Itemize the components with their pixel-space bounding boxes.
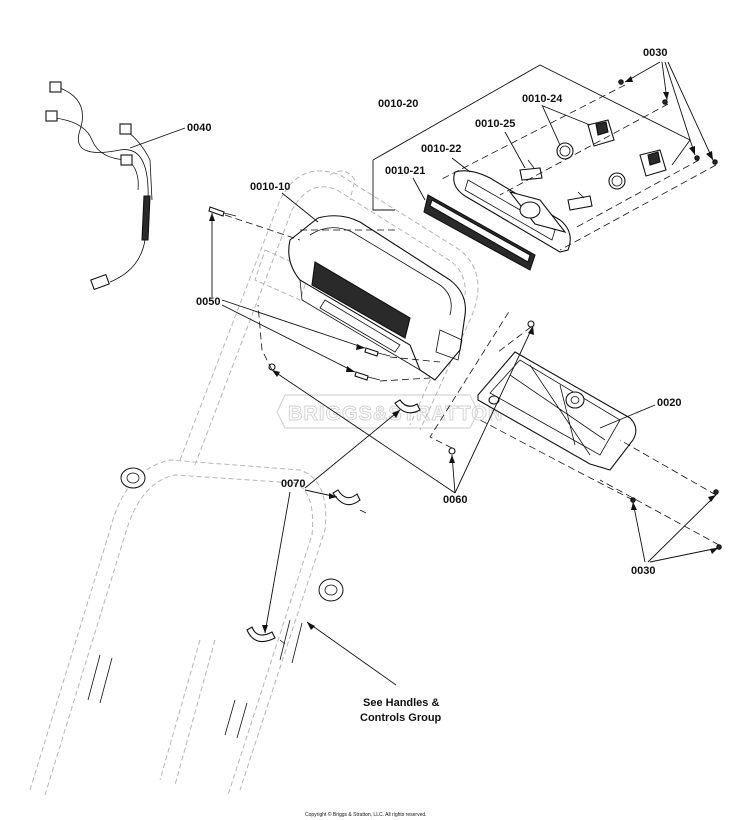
see-handles-note: See Handles & Controls Group <box>360 697 442 724</box>
label-0010-22: 0010-22 <box>421 143 461 155</box>
label-0050: 0050 <box>196 296 220 308</box>
bulb-bottom <box>567 191 593 211</box>
headlight-housing <box>288 215 466 381</box>
label-0010-21: 0010-21 <box>385 165 425 177</box>
screws-0050 <box>208 206 391 381</box>
note-line-1: See Handles & <box>363 697 439 709</box>
group-bracket-0010-20 <box>372 64 691 211</box>
note-line-2: Controls Group <box>360 712 442 724</box>
label-0010-25: 0010-25 <box>475 118 515 130</box>
handle-frame-ghost <box>29 170 479 796</box>
leader-lines <box>129 61 719 686</box>
label-0010-10: 0010-10 <box>250 181 290 193</box>
bulb-socket-rings <box>556 119 667 190</box>
copyright-text: Copyright © Briggs & Stratton, LLC. All … <box>305 811 427 818</box>
leader-arrowheads <box>209 76 718 633</box>
clips-0070 <box>246 399 421 645</box>
light-mount-bracket <box>477 351 637 471</box>
label-0030-bottom: 0030 <box>631 565 655 577</box>
light-bezel <box>453 170 571 253</box>
label-0060: 0060 <box>443 494 467 506</box>
bulb-top <box>519 159 543 181</box>
part-labels: 0030 0010-20 0010-24 0010-25 0010-22 001… <box>187 47 681 577</box>
screws-0030 <box>618 79 722 550</box>
assembly-lines <box>224 84 720 546</box>
light-lens-strip <box>423 194 536 271</box>
wiring-harness <box>45 81 153 291</box>
label-0030-top: 0030 <box>643 47 667 59</box>
label-0010-20: 0010-20 <box>378 98 418 110</box>
label-0040: 0040 <box>187 122 211 134</box>
label-0020: 0020 <box>657 397 681 409</box>
label-0010-24: 0010-24 <box>522 93 563 105</box>
watermark-logo: BRIGGS&STRATTON <box>276 394 503 429</box>
label-0070: 0070 <box>281 478 305 490</box>
